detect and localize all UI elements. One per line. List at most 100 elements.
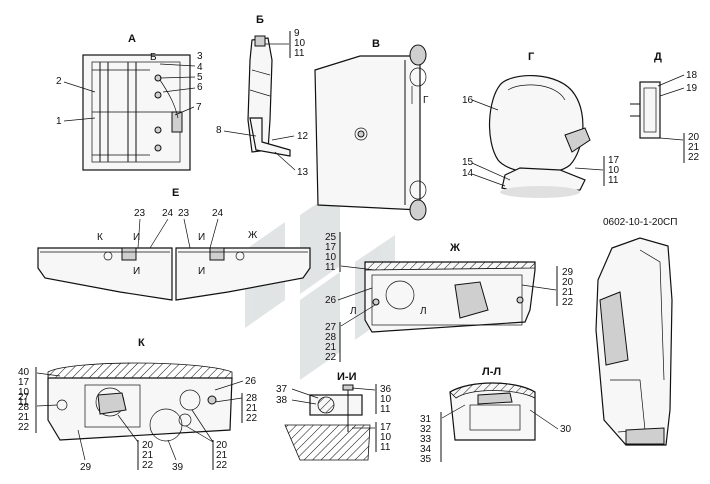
callout-23b: 23 [178, 208, 190, 219]
callout-6: 6 [197, 82, 203, 93]
view-a-panel [82, 54, 191, 171]
stack-g-right-1: 10 [608, 165, 620, 176]
stack-k-lt-1: 17 [18, 377, 30, 388]
view-label-e: Е [172, 187, 179, 199]
stack-zh-lt-3: 11 [325, 262, 336, 273]
callout-30: 30 [560, 424, 572, 435]
callout-12: 12 [297, 131, 309, 142]
view-label-k: К [138, 337, 145, 349]
view-label-ii: И-И [337, 371, 357, 383]
stack-b-top-0: 9 [294, 28, 300, 39]
callout-13: 13 [297, 167, 309, 178]
stack-zh-lb-1: 28 [325, 332, 337, 343]
view-label-v: В [372, 38, 380, 50]
view-label-b: Б [256, 14, 264, 26]
stack-zh-lt-0: 25 [325, 232, 337, 243]
view-v-panel [314, 44, 427, 221]
stack-ii-top-0: 36 [380, 384, 392, 395]
stack-zh-right-3: 22 [562, 297, 574, 308]
callout-18: 18 [686, 70, 698, 81]
section-mark-zh: Ж [248, 230, 258, 241]
stack-d-right-2: 22 [688, 152, 700, 163]
view-label-zh: Ж [449, 242, 460, 254]
callout-15: 15 [462, 157, 474, 168]
callout-24a: 24 [162, 208, 174, 219]
view-label-a: А [128, 33, 136, 45]
callout-26-k: 26 [245, 376, 257, 387]
stack-k-mid-0: 20 [142, 440, 154, 451]
callout-2: 2 [56, 76, 62, 87]
view-ii-section [284, 384, 371, 461]
view-g-headlamp [489, 75, 591, 198]
stack-ii-bot-1: 10 [380, 432, 392, 443]
stack-k-right-2: 22 [246, 413, 258, 424]
stack-zh-right-1: 20 [562, 277, 574, 288]
section-mark-i2: И [133, 266, 140, 277]
stack-g-right-2: 11 [608, 175, 619, 186]
stack-k-br-0: 20 [216, 440, 228, 451]
stack-k-lb-0: 27 [18, 392, 30, 403]
view-label-ll: Л-Л [482, 366, 501, 378]
stack-zh-right-0: 29 [562, 267, 574, 278]
callout-23a: 23 [134, 208, 146, 219]
section-mark-i4: И [198, 266, 205, 277]
stack-k-lt-3: 11 [18, 397, 29, 408]
stack-b-top-1: 10 [294, 38, 306, 49]
stack-zh-lt-1: 17 [325, 242, 337, 253]
stack-d-right-0: 20 [688, 132, 700, 143]
stack-k-lb-2: 21 [18, 412, 30, 423]
callout-26-zh: 26 [325, 295, 337, 306]
stack-ll-3: 34 [420, 444, 432, 455]
stack-zh-lt-2: 10 [325, 252, 337, 263]
stack-k-lt-2: 10 [18, 387, 30, 398]
stack-ll-2: 33 [420, 434, 432, 445]
stack-ll-4: 35 [420, 454, 432, 465]
view-label-d: Д [654, 51, 662, 63]
stack-zh-lb-2: 21 [325, 342, 337, 353]
callout-7: 7 [196, 102, 202, 113]
stack-k-right-1: 21 [246, 403, 258, 414]
section-mark-l2: Л [420, 306, 427, 317]
callout-24b: 24 [212, 208, 224, 219]
callout-4: 4 [197, 62, 203, 73]
callout-37: 37 [276, 384, 288, 395]
view-e-bumper [37, 247, 311, 301]
callout-1: 1 [56, 116, 62, 127]
stack-d-right-1: 21 [688, 142, 700, 153]
stack-k-lb-3: 22 [18, 422, 30, 433]
callout-14: 14 [462, 168, 474, 179]
callout-3: 3 [197, 51, 203, 62]
view-k-lamp [47, 362, 233, 442]
stack-ll-1: 32 [420, 424, 432, 435]
callout-19: 19 [686, 83, 698, 94]
callout-29: 29 [80, 462, 92, 473]
section-mark-k: К [97, 232, 103, 243]
section-mark-l1: Л [350, 306, 357, 317]
section-mark-g: Г [423, 95, 429, 106]
stack-b-top-2: 11 [294, 48, 305, 59]
view-label-g: Г [528, 51, 535, 63]
drawing-code: 0602-10-1-20СП [603, 217, 677, 228]
stack-zh-lb-0: 27 [325, 322, 337, 333]
cab-side-view [595, 237, 673, 446]
view-d-lamp [630, 81, 661, 139]
stack-g-right-0: 17 [608, 155, 620, 166]
section-mark-i1: И [133, 232, 140, 243]
stack-k-br-2: 22 [216, 460, 228, 471]
stack-k-lb-1: 28 [18, 402, 30, 413]
view-zh-lamp [364, 261, 536, 333]
stack-ii-bot-0: 17 [380, 422, 392, 433]
stack-k-mid-2: 22 [142, 460, 154, 471]
view-b-bracket [247, 35, 291, 157]
stack-zh-right-2: 21 [562, 287, 574, 298]
callout-16: 16 [462, 95, 474, 106]
section-mark-b: Б [150, 52, 157, 63]
stack-k-right-0: 28 [246, 393, 258, 404]
stack-k-br-1: 21 [216, 450, 228, 461]
view-ll-section [449, 382, 536, 441]
callout-38: 38 [276, 395, 288, 406]
stack-k-mid-1: 21 [142, 450, 154, 461]
stack-ii-bot-2: 11 [380, 442, 391, 453]
stack-zh-lb-3: 22 [325, 352, 337, 363]
